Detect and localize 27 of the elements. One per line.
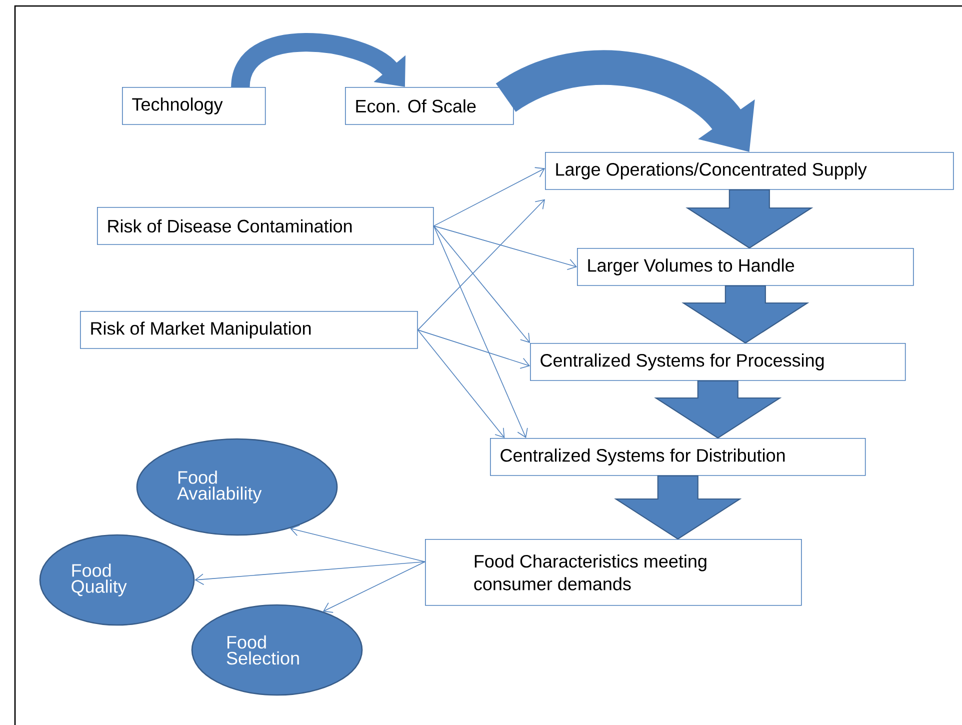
process-box: Econ. Of Scale: [345, 87, 514, 125]
arrow: [433, 167, 546, 226]
block-arrow: [614, 475, 742, 540]
arrow: [433, 226, 577, 270]
process-box: Large Operations/Concentrated Supply: [545, 152, 954, 190]
process-box: Risk of Market Manipulation: [80, 311, 418, 349]
arrow: [417, 330, 530, 369]
arrow: [417, 330, 505, 438]
block-arrow: [682, 285, 810, 344]
arrow: [433, 226, 528, 438]
process-box: Technology: [122, 87, 266, 125]
process-box: Risk of Disease Contamination: [97, 207, 434, 245]
arrow: [322, 561, 426, 613]
block-arrow: [686, 189, 814, 249]
oval-node: Food Availability: [136, 438, 338, 536]
arrow: [433, 226, 530, 343]
arrow: [290, 524, 426, 562]
process-box: Centralized Systems for Distribution: [490, 438, 866, 476]
oval-node: Food Quality: [39, 534, 195, 626]
process-box: Centralized Systems for Processing: [530, 343, 906, 381]
block-arrow: [231, 33, 406, 89]
arrow: [194, 561, 426, 586]
arrow: [417, 199, 545, 330]
block-arrow: [654, 380, 782, 439]
process-box: Food Characteristics meeting consumer demands: [425, 539, 802, 606]
process-box: Larger Volumes to Handle: [577, 248, 914, 286]
oval-node: Food Selection: [191, 604, 363, 696]
